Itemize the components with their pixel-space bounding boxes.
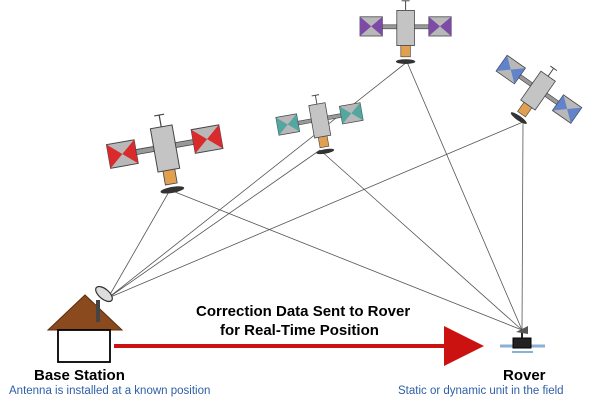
base-station-title: Base Station	[34, 367, 125, 384]
signal-line	[319, 149, 523, 331]
satellite-right	[495, 54, 583, 124]
house-wall	[57, 329, 111, 363]
rover-subtitle: Static or dynamic unit in the field	[398, 385, 564, 397]
signal-line	[107, 61, 408, 299]
satellite-left	[105, 113, 224, 194]
base-antenna-dish	[95, 285, 113, 303]
signal-line	[406, 61, 523, 331]
satellite-center	[275, 94, 364, 155]
signal-line	[107, 121, 524, 299]
base-station-subtitle: Antenna is installed at a known position	[9, 385, 211, 397]
correction-line-2: for Real-Time Position	[220, 322, 379, 339]
signal-line	[107, 189, 171, 299]
signal-lines	[107, 61, 524, 331]
rover-title: Rover	[503, 367, 546, 384]
correction-line-1: Correction Data Sent to Rover	[196, 303, 411, 320]
rover-unit	[500, 326, 545, 353]
base-station-house	[46, 285, 124, 363]
signal-line	[107, 149, 321, 299]
signal-line	[521, 121, 524, 331]
satellite-top	[359, 0, 452, 64]
